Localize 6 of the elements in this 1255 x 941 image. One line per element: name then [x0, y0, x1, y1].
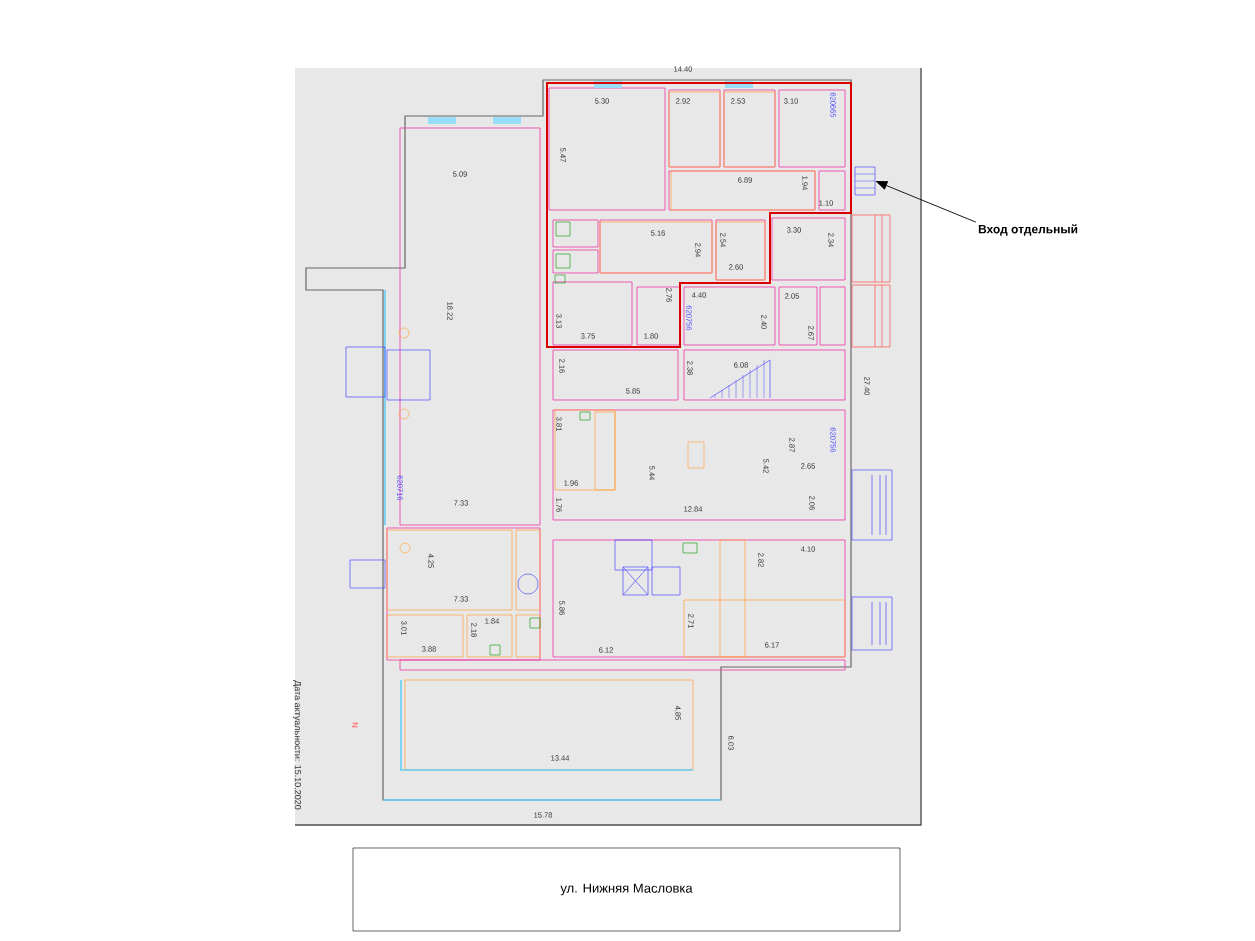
date-note: Дата актуальности: 15.10.2020 [292, 680, 302, 810]
arrow [876, 181, 977, 223]
street-label-box: ул. Нижняя Масловка [352, 847, 901, 932]
callout-text: Вход отдельный [978, 224, 1078, 236]
north-mark: N [352, 722, 358, 728]
entrance-stairs [854, 166, 876, 196]
